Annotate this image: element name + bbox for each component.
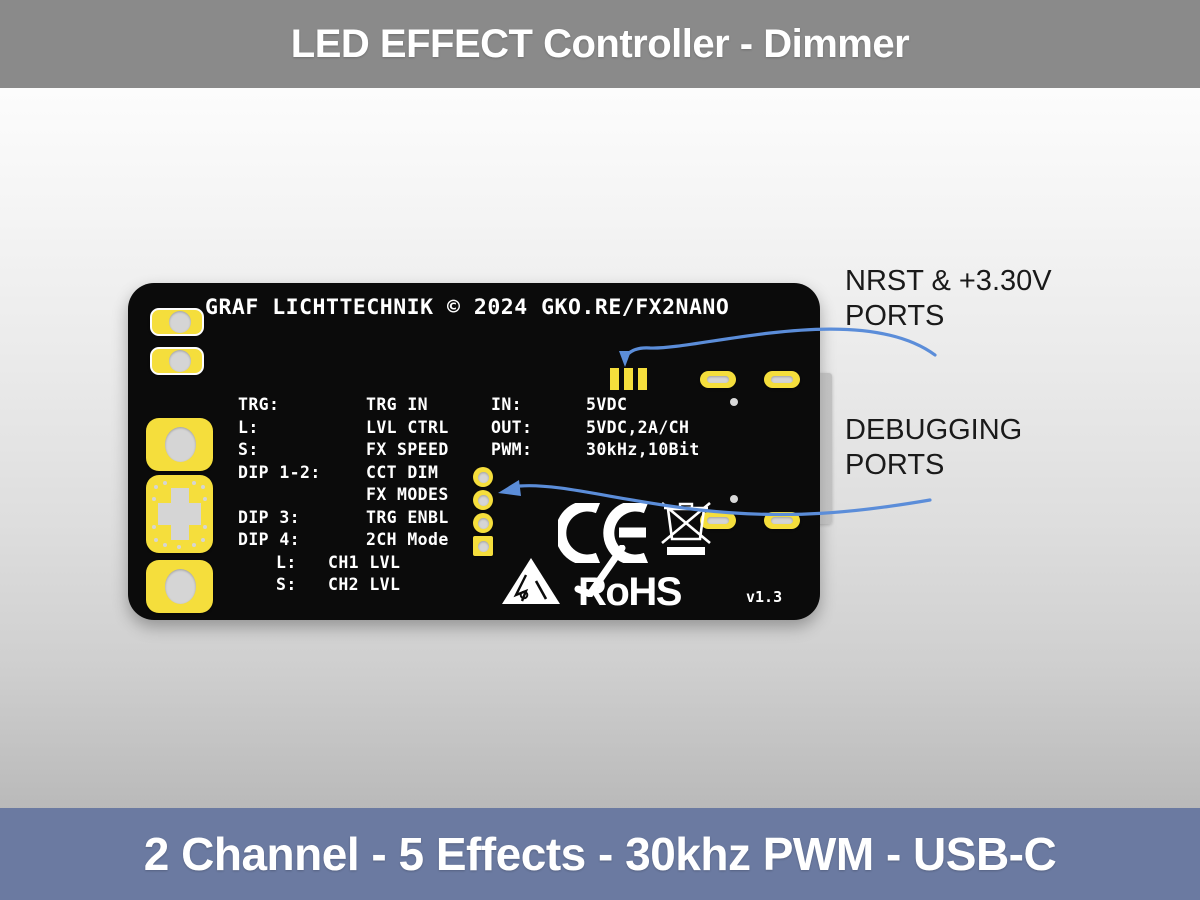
- spec-key-2: OUT:: [491, 417, 533, 437]
- pad-usb-c-footprint: [146, 475, 213, 553]
- pad-left-small-2: [150, 347, 204, 375]
- spec-row: TRG: TRG IN IN: 5VDC: [238, 394, 746, 417]
- pad-debug-1: [700, 371, 736, 388]
- spec-key: TRG:: [238, 395, 280, 414]
- spec-value: FX MODES: [366, 485, 449, 504]
- pad-hole: [165, 427, 196, 462]
- spec-key: DIP 3:: [238, 507, 301, 527]
- rohs-check-icon: [574, 545, 626, 597]
- spec-sub-key: S:: [276, 575, 297, 594]
- annotation-nrst-ports: NRST & +3.30V PORTS: [845, 265, 1052, 332]
- spec-value: TRG ENBL: [366, 507, 449, 527]
- spec-value: 2CH Mode: [366, 530, 449, 549]
- pad-debug-4: [764, 512, 800, 529]
- spec-key: [238, 484, 366, 507]
- spec-key-2: IN:: [491, 395, 523, 414]
- pad-dip-2: [473, 490, 493, 510]
- pad-dip-1: [473, 467, 493, 487]
- pad-left-large-2: [146, 560, 213, 613]
- pad-nrst: [610, 368, 619, 390]
- silkscreen-spec-table: TRG: TRG IN IN: 5VDC L: LVL CTRL OUT: 5V…: [238, 394, 746, 597]
- pad-hole: [771, 376, 793, 383]
- cross-pad-shape: [158, 488, 201, 540]
- spec-value: LVL CTRL: [366, 417, 449, 437]
- pad-gnd: [638, 368, 647, 390]
- footer-banner: 2 Channel - 5 Effects - 30khz PWM - USB-…: [0, 808, 1200, 900]
- pad-hole: [477, 494, 489, 506]
- pads-nrst-3v3: [610, 368, 647, 390]
- header-banner: LED EFFECT Controller - Dimmer: [0, 0, 1200, 88]
- spec-value: CCT DIM: [366, 462, 439, 482]
- fiducial-dot-2: [730, 495, 738, 503]
- spec-value-2: 5VDC,2A/CH: [586, 417, 690, 437]
- pad-hole: [707, 517, 729, 524]
- pad-hole: [169, 311, 191, 333]
- spec-row: FX MODES: [238, 484, 746, 507]
- silkscreen-title: GRAF LICHTTECHNIK © 2024 GKO.RE/FX2NANO: [205, 295, 730, 320]
- spec-key: S:: [238, 440, 259, 459]
- spec-row: L: LVL CTRL OUT: 5VDC,2A/CH: [238, 417, 746, 440]
- spec-key: DIP 4:: [238, 530, 301, 549]
- pad-3v3: [624, 368, 633, 390]
- spec-key: L:: [238, 417, 259, 437]
- spec-row: DIP 3: TRG ENBL: [238, 507, 746, 530]
- header-title: LED EFFECT Controller - Dimmer: [290, 21, 910, 66]
- pad-debug-3: [700, 512, 736, 529]
- esd-sensitive-icon: [502, 558, 560, 604]
- spec-sub-value: CH2 LVL: [328, 575, 401, 594]
- footer-title: 2 Channel - 5 Effects - 30khz PWM - USB-…: [143, 828, 1057, 880]
- spec-row: DIP 1-2: CCT DIM: [238, 462, 746, 485]
- pad-hole: [477, 471, 489, 483]
- spec-value: TRG IN: [366, 395, 429, 414]
- pad-left-small-1: [150, 308, 204, 336]
- spec-row: DIP 4: 2CH Mode: [238, 529, 746, 552]
- pad-left-large-1: [146, 418, 213, 471]
- pad-hole: [169, 350, 191, 372]
- rohs-label: RoHS: [578, 570, 682, 614]
- spec-value-2: 30kHz,10Bit: [586, 440, 700, 459]
- pad-hole: [477, 540, 489, 552]
- spec-value: FX SPEED: [366, 440, 449, 459]
- spec-sub-value: CH1 LVL: [328, 552, 401, 572]
- spec-value-2: 5VDC: [586, 395, 628, 414]
- spec-sub-row: L: CH1 LVL: [238, 552, 746, 575]
- spec-sub-key: L:: [276, 552, 297, 572]
- pad-hole: [707, 376, 729, 383]
- pad-debug-2: [764, 371, 800, 388]
- pcb-board: GRAF LICHTTECHNIK © 2024 GKO.RE/FX2NANO: [128, 283, 820, 620]
- spec-key-2: PWM:: [491, 440, 533, 459]
- pad-hole: [771, 517, 793, 524]
- pad-hole: [477, 517, 489, 529]
- pad-dip-4: [473, 536, 493, 556]
- weee-bin-icon: [661, 502, 711, 555]
- fiducial-dot-1: [730, 398, 738, 406]
- pad-hole: [165, 569, 196, 604]
- board-version-label: v1.3: [746, 588, 783, 606]
- annotation-debugging-ports: DEBUGGING PORTS: [845, 414, 1023, 481]
- spec-sub-row: S: CH2 LVL: [238, 574, 746, 597]
- pad-dip-3: [473, 513, 493, 533]
- spec-key: DIP 1-2:: [238, 462, 321, 482]
- spec-row: S: FX SPEED PWM: 30kHz,10Bit: [238, 439, 746, 462]
